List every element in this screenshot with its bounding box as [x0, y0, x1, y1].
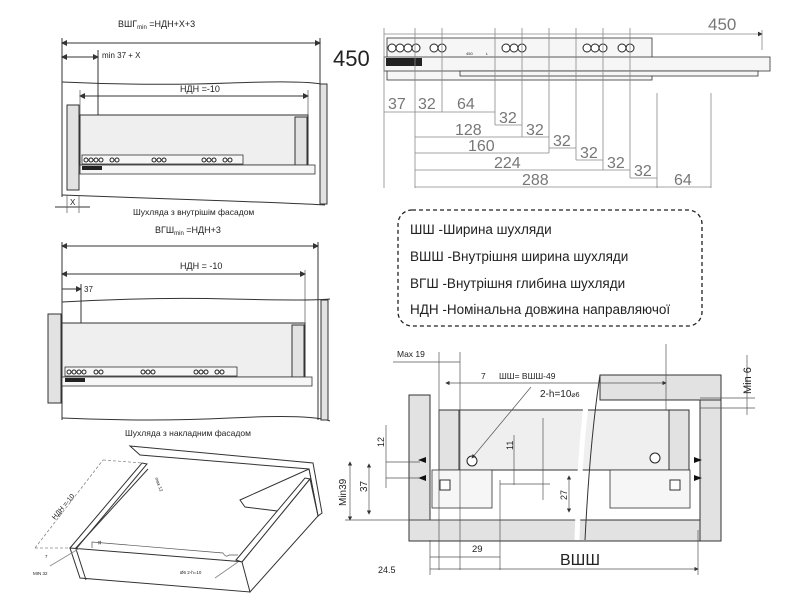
- iso-min-label: MIN 32: [33, 571, 48, 576]
- overlay-drawer-view: ВГШmin =НДН+3 НДН = -10 37 Шухляда з нак…: [47, 225, 331, 438]
- cross-section-view: Max 19 7 ШШ= ВШШ-49 2-h=10⌀6 Min 6 12 11…: [338, 344, 755, 575]
- rail-holes: [387, 43, 635, 53]
- min-offset-label: min 37 + X: [102, 51, 141, 60]
- inset-formula: ВШГmin =НДН+Х+3: [118, 19, 195, 31]
- rail-mark-l: L: [486, 51, 489, 56]
- iso-hole-label: Ø6 2-h=10: [180, 570, 202, 575]
- dim-27-label: 27: [559, 490, 569, 500]
- isometric-drawer-view: НДН =-10 max 12 11 7 MIN 32 Ø6 2-h=10: [33, 445, 323, 594]
- dim-32: 32: [607, 155, 625, 172]
- inset-front-panel: [66, 104, 80, 191]
- iso-7-label: 7: [45, 554, 48, 559]
- dim-64: 64: [674, 172, 692, 189]
- ndn-label: НДН =-10: [180, 84, 220, 94]
- dim-224: 224: [494, 155, 521, 172]
- rail-dimension-view: 450 450 L: [383, 15, 771, 189]
- dim-7-label: 7: [481, 371, 486, 381]
- ndn-label: НДН = -10: [180, 261, 222, 271]
- rail-length-label: 450: [708, 15, 736, 34]
- hole-label: 2-h=10⌀6: [540, 389, 580, 400]
- iso-h-label: 11: [97, 540, 102, 545]
- rail-holes: [83, 157, 233, 163]
- overlay-front-panel: [47, 313, 62, 404]
- dim-32: 32: [499, 110, 517, 127]
- dim-12-label: 12: [376, 437, 386, 447]
- dim-160: 160: [468, 138, 495, 155]
- dim-37: 37: [388, 96, 406, 113]
- dim-32: 32: [553, 133, 571, 150]
- dim-64: 64: [457, 96, 475, 113]
- dim-32: 32: [418, 96, 436, 113]
- iso-ndn-label: НДН =-10: [51, 493, 76, 521]
- legend-item: ШШ -Ширина шухляди: [410, 222, 552, 237]
- x-label: X: [70, 198, 76, 207]
- dim-32: 32: [580, 145, 598, 162]
- overlay-formula: ВГШmin =НДН+3: [155, 225, 221, 237]
- max19-label: Max 19: [397, 349, 425, 359]
- rail-mark: 450: [466, 51, 473, 56]
- dim-288: 288: [522, 172, 549, 189]
- legend-item: НДН -Номінальна довжина направляючої: [410, 302, 670, 317]
- dim-128: 128: [455, 122, 482, 139]
- inset-drawer-view: ВШГmin =НДН+Х+3 min 37 + X 450 НДН =-10: [55, 19, 370, 217]
- legend-item: ВГШ -Внутрішня глибина шухляди: [410, 276, 625, 291]
- dim-32: 32: [634, 163, 652, 180]
- overlay-caption: Шухляда з накладним фасадом: [125, 428, 251, 438]
- abbreviation-legend: ШШ -Ширина шухляди ВШШ -Внутрішня ширина…: [397, 209, 703, 327]
- offset-37-label: 37: [84, 285, 93, 294]
- dim-37-label: 37: [359, 480, 370, 492]
- dim-24-5-label: 24.5: [378, 565, 396, 575]
- legend-item: ВШШ -Внутрішня ширина шухляди: [410, 249, 628, 264]
- dim-29-label: 29: [472, 544, 483, 555]
- dim-32: 32: [526, 122, 544, 139]
- min6-label: Min 6: [742, 367, 754, 394]
- inset-caption: Шухляда з внутрішім фасадом: [133, 207, 254, 217]
- inner-width-label: ВШШ: [560, 552, 600, 569]
- length-450-label: 450: [333, 46, 370, 71]
- dim-11-label: 11: [505, 441, 515, 450]
- min39-label: Min39: [338, 478, 349, 506]
- iso-max-label: max 12: [154, 477, 164, 493]
- rail-holes: [66, 369, 225, 375]
- drawer-width-formula: ШШ= ВШШ-49: [499, 371, 556, 381]
